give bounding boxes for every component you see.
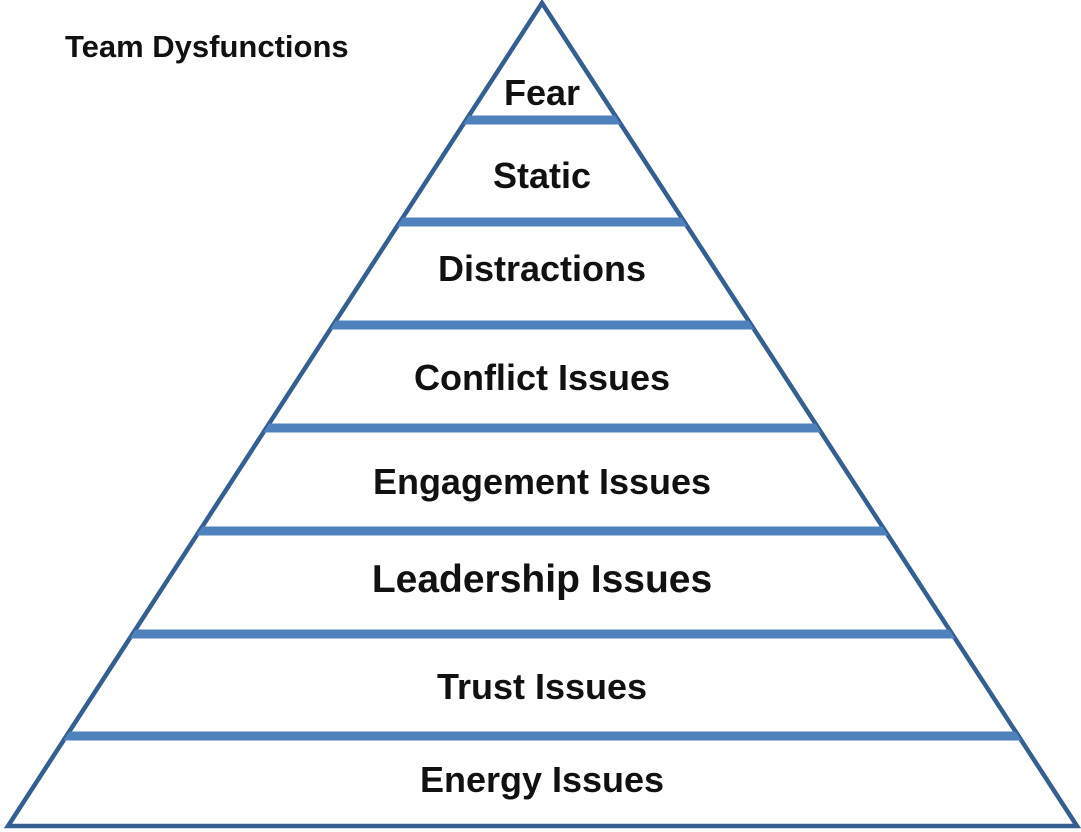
level-dividers (8, 115, 1077, 741)
pyramid-level-label-static: Static (493, 155, 591, 196)
divider-below-static (8, 217, 1077, 227)
divider-below-fear (8, 115, 1077, 125)
divider-below-distractions (8, 320, 1077, 330)
pyramid-level-label-trust-issues: Trust Issues (437, 666, 647, 707)
diagram-title: Team Dysfunctions (65, 29, 349, 64)
divider-below-engagement-issues (8, 526, 1077, 536)
divider-below-conflict-issues (8, 423, 1077, 433)
divider-below-trust-issues (8, 731, 1077, 741)
pyramid-level-label-leadership-issues: Leadership Issues (372, 558, 712, 601)
pyramid-level-label-energy-issues: Energy Issues (420, 759, 664, 800)
pyramid-level-label-fear: Fear (504, 72, 580, 113)
pyramid-level-label-engagement-issues: Engagement Issues (373, 461, 711, 502)
divider-below-leadership-issues (8, 629, 1077, 639)
pyramid-level-label-conflict-issues: Conflict Issues (414, 357, 670, 398)
pyramid-level-label-distractions: Distractions (438, 248, 646, 289)
pyramid-outline (3, 0, 1081, 829)
